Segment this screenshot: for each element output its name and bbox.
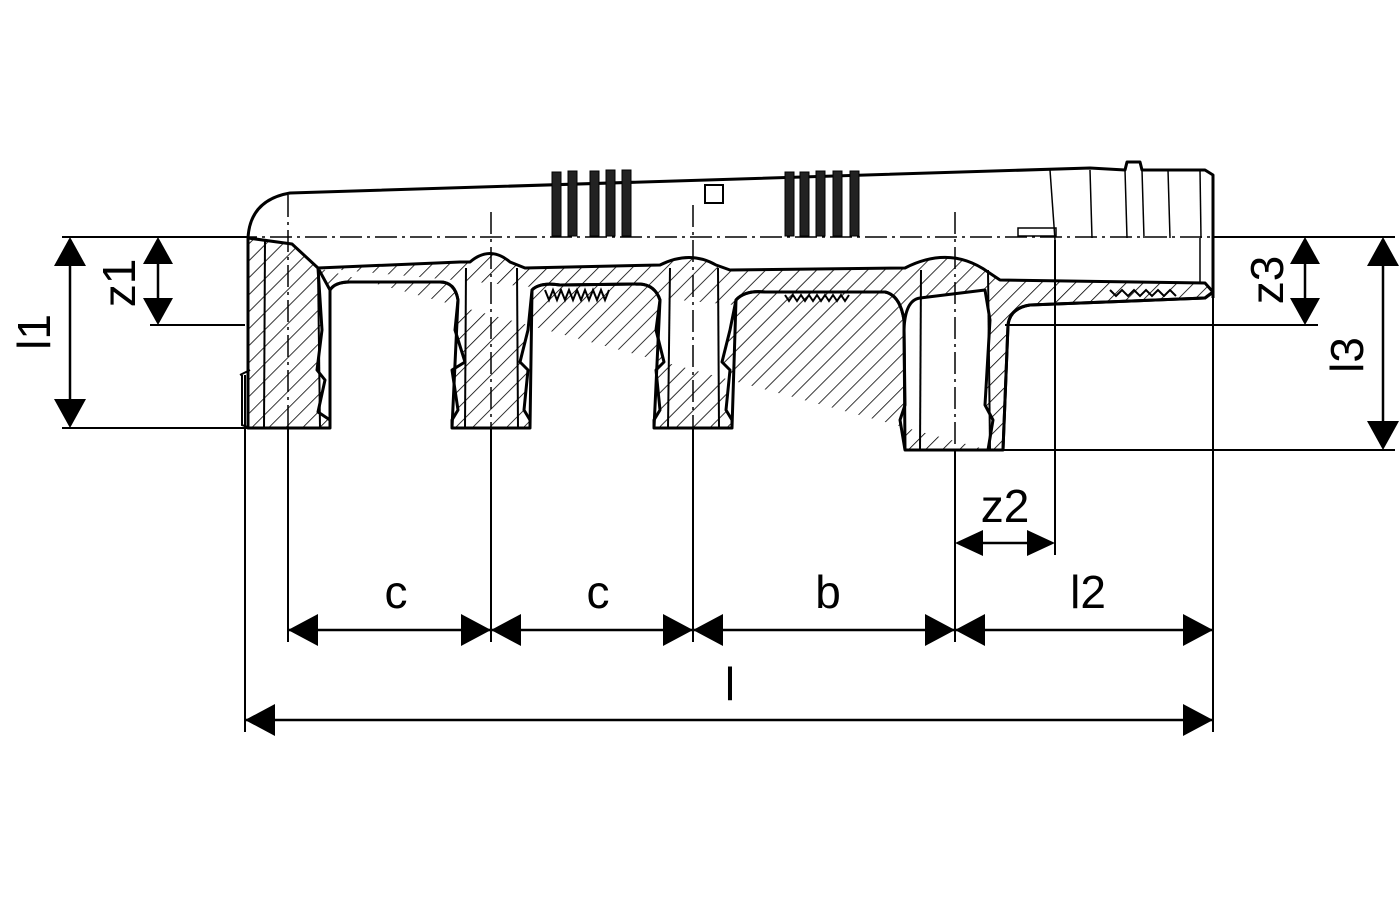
body-ribs-right	[784, 170, 860, 237]
label-l1: l1	[8, 314, 60, 350]
body-ribs-left	[551, 169, 632, 237]
dimension-chain	[288, 614, 1213, 646]
body-slot	[1017, 227, 1057, 237]
dimension-z3	[1290, 237, 1320, 325]
dimension-l1	[54, 237, 86, 428]
dimension-z2	[955, 530, 1055, 556]
label-z1: z1	[93, 259, 145, 308]
dimension-l	[245, 704, 1213, 736]
center-lines	[235, 195, 1225, 490]
dimension-z1	[143, 237, 173, 325]
body-marker	[704, 184, 724, 204]
manifold-section	[239, 236, 1215, 452]
label-z2: z2	[981, 480, 1030, 532]
label-c-right: c	[587, 566, 610, 618]
label-c-left: c	[385, 566, 408, 618]
label-z3: z3	[1241, 256, 1293, 305]
manifold-body-outline	[246, 160, 1215, 298]
dimension-l3	[1367, 237, 1399, 450]
label-l: l	[725, 658, 735, 710]
label-b: b	[815, 566, 841, 618]
extension-lines	[62, 236, 1395, 732]
label-l2: l2	[1070, 566, 1106, 618]
label-l3: l3	[1321, 337, 1373, 373]
